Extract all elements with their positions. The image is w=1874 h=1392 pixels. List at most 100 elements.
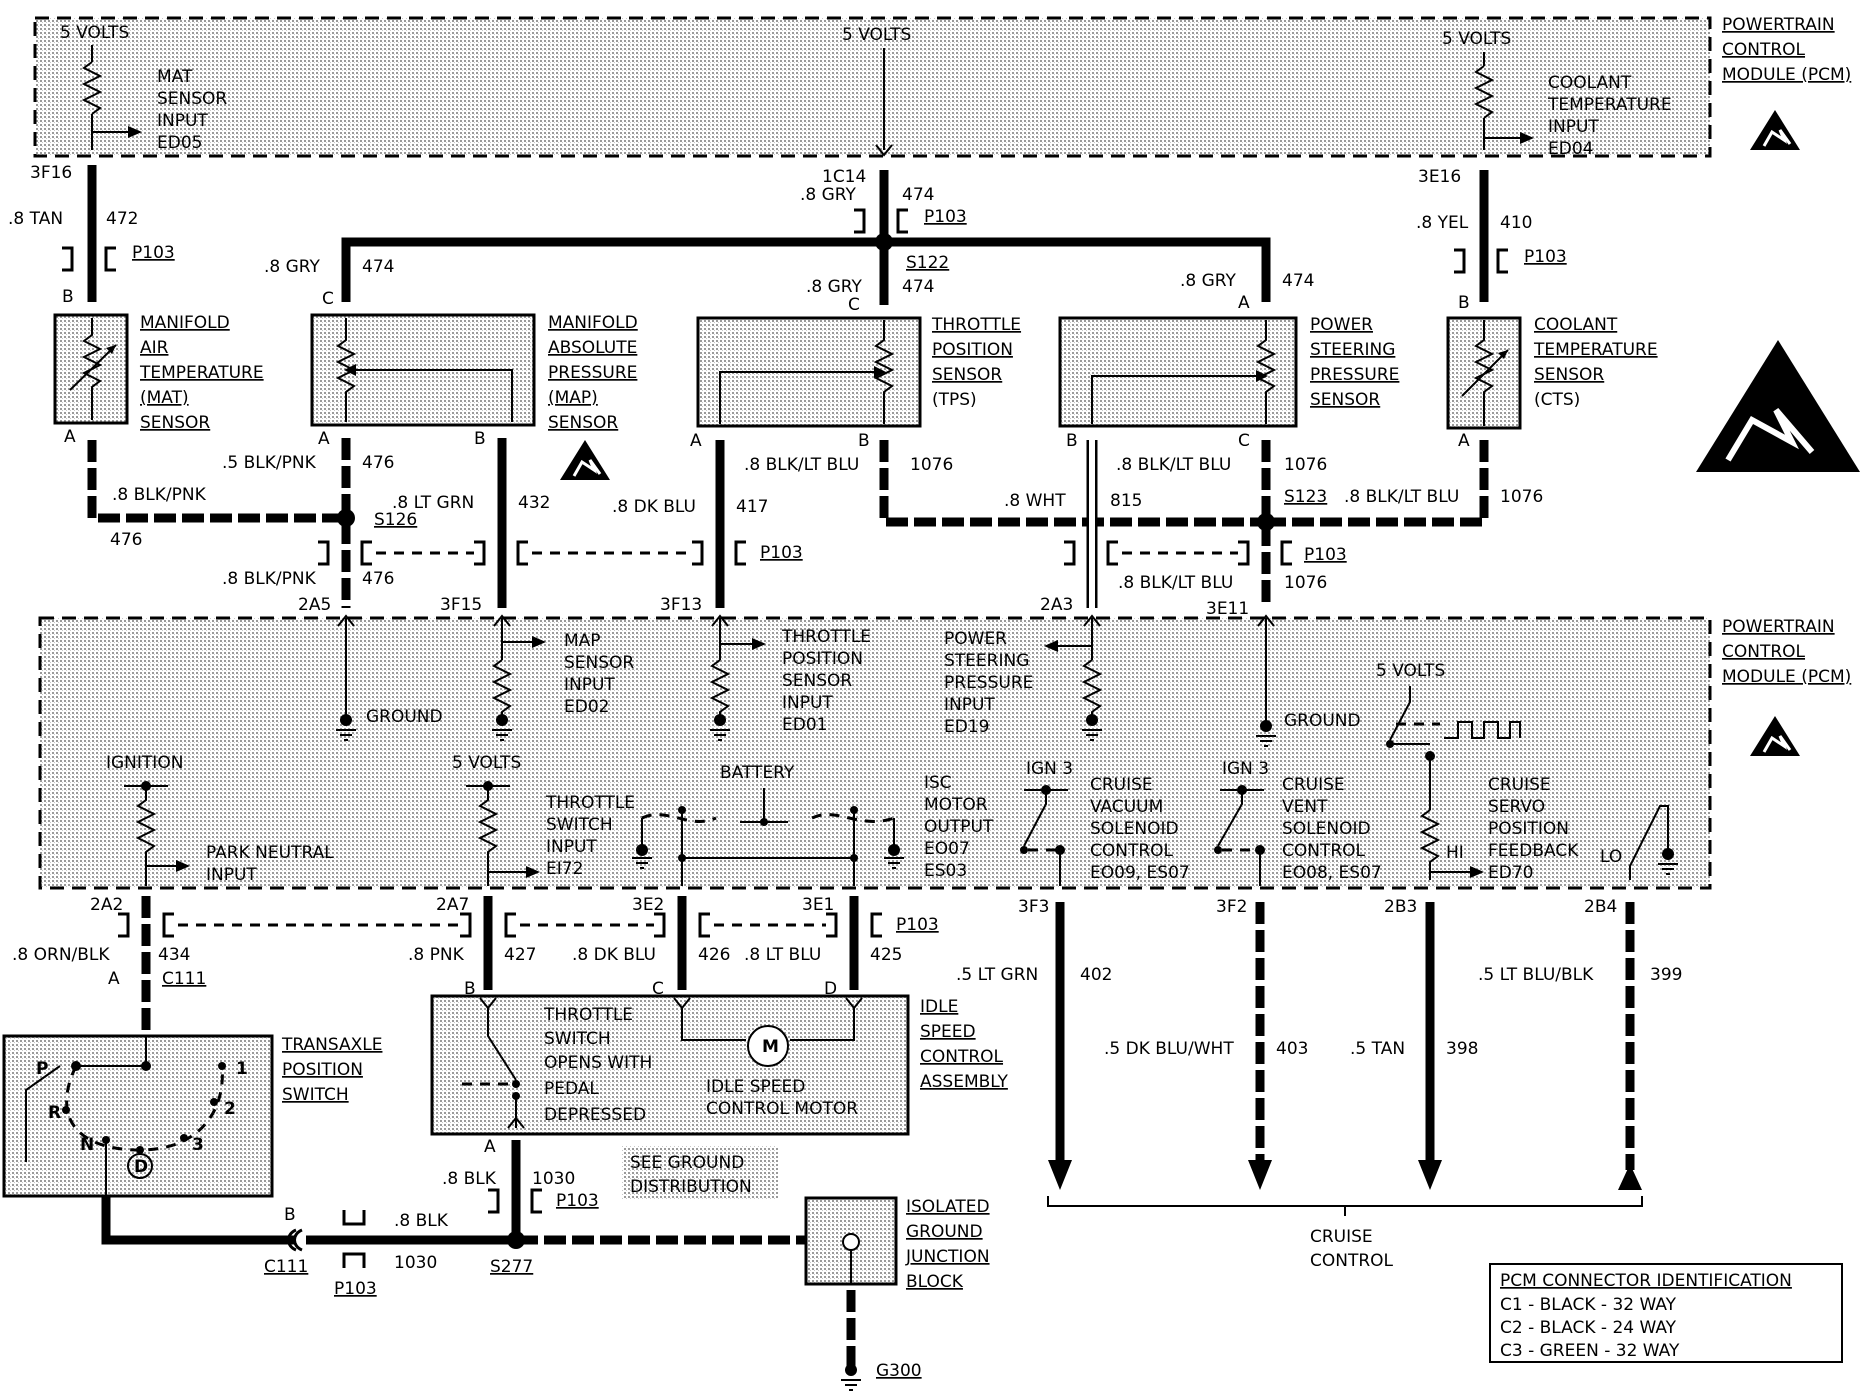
trans-pin-a: A: [108, 969, 120, 989]
wire-432-circuit: 432: [518, 493, 550, 513]
ign3-b: IGN 3: [1222, 759, 1269, 779]
ground-label-1: GROUND: [366, 707, 443, 727]
wire-417-circuit: 417: [736, 497, 768, 517]
c111-top: C111: [162, 969, 206, 989]
mat-pin-a: A: [64, 427, 76, 447]
p103-idle: P103: [556, 1191, 599, 1211]
wire-1076-cts: [1266, 440, 1489, 527]
tps-label-3: SENSOR: [932, 365, 1002, 385]
wire-476-mat: [87, 440, 346, 523]
connector-p103-middle: [318, 540, 1292, 566]
wire-474-tps-gauge: .8 GRY: [806, 277, 863, 297]
isc-4: EO07: [924, 839, 970, 859]
idle-note-1: IDLE SPEED: [706, 1077, 805, 1097]
pcm-bottom-title-1: POWERTRAIN: [1722, 617, 1835, 637]
servo-4: FEEDBACK: [1488, 841, 1579, 861]
wire-427-circuit: 427: [504, 945, 536, 965]
isc-3: OUTPUT: [924, 817, 994, 837]
map-label-4: (MAP): [548, 388, 598, 408]
ps-pin-c: C: [1238, 431, 1250, 451]
wire-472-gauge: .8 TAN: [8, 209, 63, 229]
wire-402-gauge: .5 LT GRN: [956, 965, 1038, 985]
park-neutral-1: PARK NEUTRAL: [206, 843, 334, 863]
vacuum-2: VACUUM: [1090, 797, 1163, 817]
park-neutral-2: INPUT: [206, 865, 257, 885]
isc-5: ES03: [924, 861, 967, 881]
cts-label-2: TEMPERATURE: [1533, 340, 1658, 360]
wire-815-circuit: 815: [1110, 491, 1142, 511]
connector-p103-lower: [118, 912, 882, 938]
wire-1076-pcm-circuit: 1076: [1284, 573, 1327, 593]
wire-474-top-circuit: 474: [902, 185, 934, 205]
pin-3f2: 3F2: [1216, 897, 1247, 917]
ps-input-3: PRESSURE: [944, 673, 1033, 693]
mat-label-3: TEMPERATURE: [139, 363, 264, 383]
see-ground-1: SEE GROUND: [630, 1153, 744, 1173]
pcm-top-title-2: CONTROL: [1722, 40, 1806, 60]
map-label-2: ABSOLUTE: [548, 338, 637, 358]
p103-bottom: P103: [334, 1279, 377, 1299]
pin-3e16: 3E16: [1418, 167, 1461, 187]
ps-label-3: PRESSURE: [1310, 365, 1399, 385]
map-pin-c: C: [322, 289, 334, 309]
idle-pin-a: A: [484, 1137, 496, 1157]
idle-pin-d: D: [824, 979, 837, 999]
tps-input-1: THROTTLE: [781, 627, 871, 647]
idle-label-2: SPEED: [920, 1022, 976, 1042]
wire-1076-ps-circuit: 1076: [1284, 455, 1327, 475]
cts-input-line-2: TEMPERATURE: [1547, 95, 1672, 115]
wire-476-pcm-gauge: .8 BLK/PNK: [222, 569, 317, 589]
isc-2: MOTOR: [924, 795, 988, 815]
isolated-label-3: JUNCTION: [905, 1247, 990, 1267]
pin-3f3: 3F3: [1018, 897, 1049, 917]
tps-pin-a: A: [690, 431, 702, 451]
wire-476-map-circuit: 476: [362, 453, 394, 473]
isolated-label-1: ISOLATED: [906, 1197, 990, 1217]
servo-lo: LO: [1600, 847, 1622, 867]
pcm-top-box: [33, 16, 1712, 158]
mat-input-line-3: INPUT: [157, 111, 208, 131]
splice-s277: S277: [490, 1257, 533, 1277]
transaxle-position-switch: [2, 1034, 274, 1198]
pin-2a7: 2A7: [436, 895, 469, 915]
wire-427-gauge: .8 PNK: [408, 945, 465, 965]
mat-label-5: SENSOR: [140, 413, 210, 433]
wire-432-gauge: .8 LT GRN: [392, 493, 474, 513]
idle-label-1: IDLE: [920, 997, 958, 1017]
power-steering-sensor: [1058, 316, 1298, 428]
ps-label-2: STEERING: [1310, 340, 1395, 360]
idle-label-3: CONTROL: [920, 1047, 1004, 1067]
vent-5: EO08, ES07: [1282, 863, 1382, 883]
idle-label-4: ASSEMBLY: [920, 1072, 1008, 1092]
transaxle-label-2: POSITION: [282, 1060, 363, 1080]
ground-g300: G300: [876, 1361, 922, 1381]
wire-399-circuit: 399: [1650, 965, 1682, 985]
see-ground-box: [622, 1146, 778, 1200]
pin-3f16: 3F16: [30, 163, 72, 183]
splice-s277-dot: [507, 1231, 525, 1249]
idle-note-2: CONTROL MOTOR: [706, 1099, 858, 1119]
see-ground-2: DISTRIBUTION: [630, 1177, 752, 1197]
pcm-connector-id-table: [1489, 1263, 1843, 1363]
idle-pin-c: C: [652, 979, 664, 999]
map-label-5: SENSOR: [548, 413, 618, 433]
ts-note-3: OPENS WITH: [544, 1053, 652, 1073]
pin-2b3: 2B3: [1384, 897, 1417, 917]
wire-1030a-circuit: 1030: [532, 1169, 575, 1189]
mat-input-volts: 5 VOLTS: [60, 23, 129, 43]
wire-434-gauge: .8 ORN/BLK: [12, 945, 110, 965]
wire-476-mat-gauge: .8 BLK/PNK: [112, 485, 207, 505]
esd-large-icon: [1696, 340, 1860, 472]
splice-s126: S126: [374, 510, 417, 530]
pin-3e11: 3E11: [1206, 599, 1249, 619]
ps-label-1: POWER: [1310, 315, 1373, 335]
wire-417-gauge: .8 DK BLU: [612, 497, 696, 517]
gear-2: 2: [224, 1099, 236, 1119]
mat-label-4: (MAT): [140, 388, 189, 408]
gear-1: 1: [236, 1059, 248, 1079]
vent-1: CRUISE: [1282, 775, 1345, 795]
mat-input-resistor: [81, 61, 103, 115]
tps-input-2: POSITION: [782, 649, 863, 669]
ign3-a: IGN 3: [1026, 759, 1073, 779]
map-pin-b: B: [474, 429, 486, 449]
